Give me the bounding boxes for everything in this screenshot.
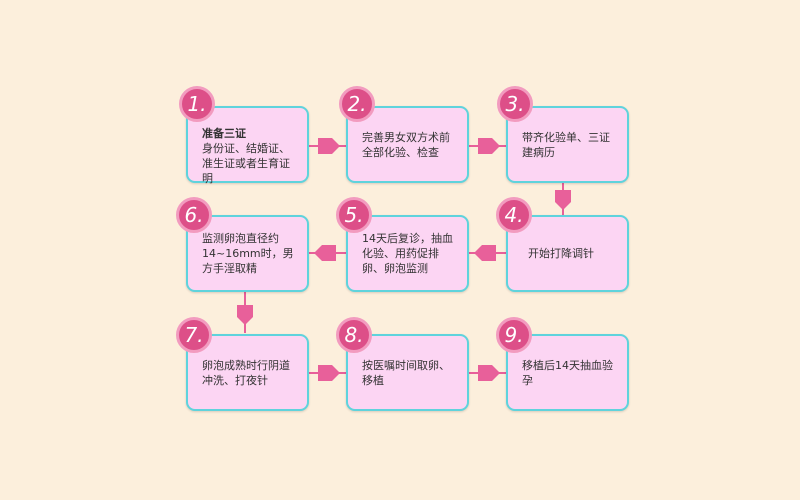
step-9-text: 移植后14天抽血验孕 (522, 358, 613, 387)
step-6-text: 监测卵泡直径约14~16mm时，男方手淫取精 (202, 232, 294, 275)
step-2-badge: 2. (339, 86, 375, 122)
step-1-text: 身份证、结婚证、准生证或者生育证明 (202, 142, 290, 185)
step-4-text: 开始打降调针 (528, 247, 594, 260)
step-5-box: 14天后复诊，抽血化验、用药促排卵、卵泡监测 (346, 215, 469, 292)
step-3-box: 带齐化验单、三证建病历 (506, 106, 629, 183)
arrow-6-to-7 (237, 291, 253, 333)
arrow-4-to-5 (468, 245, 506, 261)
arrow-5-to-6 (308, 245, 346, 261)
step-7-text: 卵泡成熟时行阴道冲洗、打夜针 (202, 358, 290, 387)
step-5-badge: 5. (336, 197, 372, 233)
step-1-title: 准备三证 (202, 127, 246, 140)
arrow-3-to-4 (555, 182, 571, 215)
step-7-badge: 7. (176, 317, 212, 353)
step-4-badge: 4. (496, 197, 532, 233)
step-7-box: 卵泡成熟时行阴道冲洗、打夜针 (186, 334, 309, 411)
step-1-box: 准备三证 身份证、结婚证、准生证或者生育证明 (186, 106, 309, 185)
arrow-7-to-8 (308, 365, 346, 381)
step-8-badge: 8. (336, 317, 372, 353)
step-3-text: 带齐化验单、三证建病历 (522, 130, 610, 159)
step-9-badge: 9. (496, 317, 532, 353)
arrow-2-to-3 (468, 138, 506, 154)
step-3-badge: 3. (497, 86, 533, 122)
step-2-text: 完善男女双方术前全部化验、检查 (362, 130, 450, 159)
arrow-8-to-9 (468, 365, 506, 381)
step-1-badge: 1. (179, 86, 215, 122)
step-8-text: 按医嘱时间取卵、移植 (362, 358, 450, 387)
arrow-1-to-2 (308, 138, 346, 154)
step-5-text: 14天后复诊，抽血化验、用药促排卵、卵泡监测 (362, 232, 453, 275)
step-6-badge: 6. (176, 197, 212, 233)
step-2-box: 完善男女双方术前全部化验、检查 (346, 106, 469, 183)
